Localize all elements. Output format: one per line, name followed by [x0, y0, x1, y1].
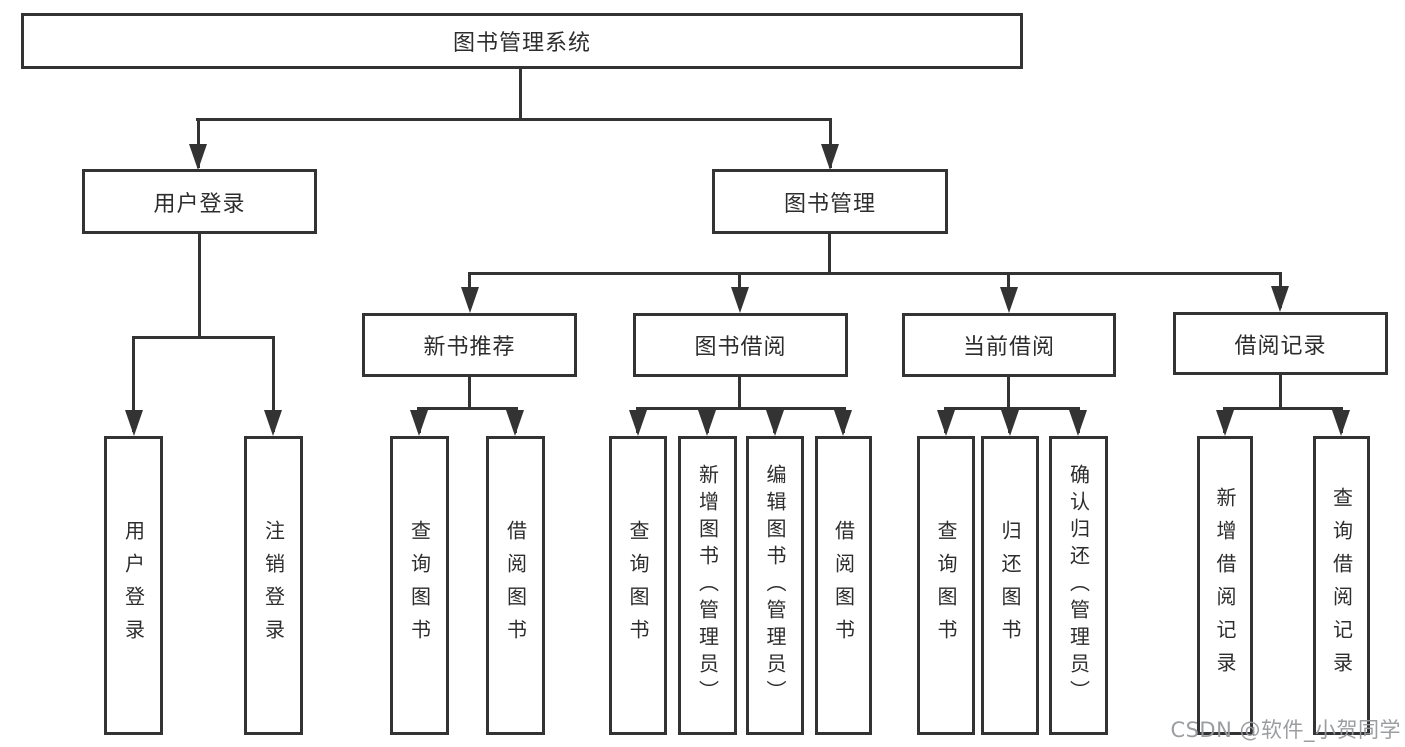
connector-line: [944, 407, 1080, 410]
arrow-down-icon: [731, 287, 749, 313]
arrow-down-icon: [766, 410, 784, 436]
arrow-down-icon: [1216, 410, 1234, 436]
arrow-down-icon: [1000, 287, 1018, 313]
leaf-logout: 注销登录: [244, 436, 303, 735]
connector-line: [417, 407, 518, 410]
connector-line: [196, 118, 832, 121]
connector-line: [636, 407, 846, 410]
arrow-down-icon: [698, 410, 716, 436]
connector-line: [1279, 375, 1282, 407]
arrow-down-icon: [264, 410, 282, 436]
node-book-borrowing: 图书借阅: [633, 313, 848, 377]
arrow-down-icon: [1271, 286, 1289, 312]
node-user-login: 用户登录: [82, 169, 317, 234]
leaf-edit-books-admin: 编辑图书（管理员）: [746, 436, 804, 735]
arrow-down-icon: [189, 144, 207, 170]
arrow-down-icon: [834, 410, 852, 436]
connector-line: [468, 272, 1282, 275]
connector-line: [1007, 377, 1010, 407]
leaf-return-books: 归还图书: [981, 436, 1039, 735]
arrow-down-icon: [821, 144, 839, 170]
node-library-management-system: 图书管理系统: [21, 13, 1023, 69]
arrow-down-icon: [629, 410, 647, 436]
arrow-down-icon: [1332, 410, 1350, 436]
node-current-borrowing: 当前借阅: [902, 313, 1116, 377]
leaf-query-books-current: 查询图书: [917, 436, 975, 735]
connector-line: [198, 234, 201, 336]
node-borrow-records: 借阅记录: [1173, 312, 1388, 375]
connector-line: [828, 234, 831, 272]
connector-line: [132, 336, 135, 432]
arrow-down-icon: [506, 410, 524, 436]
connector-line: [829, 118, 832, 168]
leaf-add-borrow-record: 新增借阅记录: [1197, 436, 1253, 735]
connector-line: [519, 68, 522, 118]
arrow-down-icon: [461, 287, 479, 313]
leaf-query-books-recommend: 查询图书: [390, 436, 449, 735]
arrow-down-icon: [125, 410, 143, 436]
node-new-book-recommend: 新书推荐: [362, 313, 577, 377]
leaf-query-books-borrowing: 查询图书: [609, 436, 667, 735]
arrow-down-icon: [410, 410, 428, 436]
connector-line: [738, 377, 741, 407]
connector-line: [1223, 407, 1343, 410]
connector-line: [468, 377, 471, 407]
node-book-management: 图书管理: [712, 169, 948, 234]
connector-line: [272, 336, 275, 432]
leaf-borrow-books: 借阅图书: [815, 436, 872, 735]
arrow-down-icon: [1001, 410, 1019, 436]
leaf-add-books-admin: 新增图书（管理员）: [678, 436, 737, 735]
csdn-watermark: CSDN @软件_小贺同学: [1170, 718, 1401, 742]
connector-line: [132, 336, 275, 339]
arrow-down-icon: [1069, 410, 1087, 436]
leaf-query-borrow-record: 查询借阅记录: [1313, 436, 1370, 735]
arrow-down-icon: [937, 410, 955, 436]
leaf-confirm-return-admin: 确认归还（管理员）: [1049, 436, 1108, 735]
leaf-user-login: 用户登录: [104, 436, 163, 735]
connector-line: [197, 118, 200, 168]
leaf-borrow-books-recommend: 借阅图书: [486, 436, 545, 735]
